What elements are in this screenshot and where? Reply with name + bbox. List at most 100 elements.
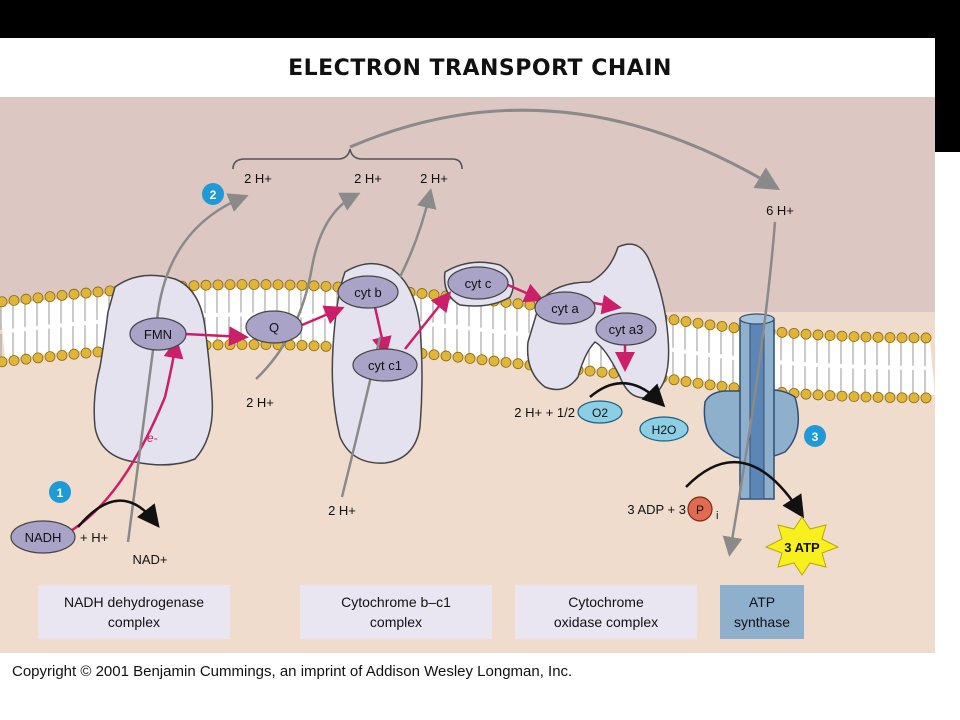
lipid-head — [296, 279, 308, 291]
lipid-head — [56, 349, 68, 361]
atp-syn-label-line1: ATP — [749, 594, 775, 610]
lipid-head — [872, 331, 884, 343]
lipid-head — [416, 288, 428, 299]
lipid-head — [56, 289, 68, 301]
lipid-head — [188, 280, 200, 292]
proton-label-top-1: 2 H+ — [244, 171, 272, 186]
lipid-head — [0, 296, 8, 308]
lipid-head — [200, 279, 212, 291]
lipid-head — [32, 292, 44, 304]
lipid-head — [920, 392, 932, 404]
lipid-head — [776, 327, 788, 338]
lipid-head — [68, 348, 80, 360]
cyt-a3-molecule — [595, 312, 657, 346]
step-2-number: 2 — [210, 188, 217, 202]
lipid-head — [44, 291, 56, 303]
nadh-dh-label-line1: NADH dehydrogenase — [64, 594, 204, 610]
adp-label: 3 ADP + 3 — [627, 502, 686, 517]
cyt-bc1-label-line2: complex — [370, 614, 422, 630]
electron-label: e- — [147, 431, 158, 445]
proton-arrow-atp-synthase — [722, 221, 777, 557]
lipid-head — [80, 287, 92, 299]
lipid-head — [248, 279, 260, 290]
electron-arrow-cytc1-cytc — [404, 291, 452, 350]
lipid-head — [704, 319, 716, 331]
phosphate-molecule — [687, 496, 713, 522]
lipid-head — [272, 279, 284, 291]
proton-label-bottom: 2 H+ — [328, 503, 356, 518]
lipid-head — [236, 279, 248, 290]
cyt-ox-label-line1: Cytochrome — [568, 594, 644, 610]
lipid-head — [8, 295, 20, 306]
lipid-head — [20, 293, 32, 305]
water-label: H2O — [652, 423, 677, 437]
nadh-dh-label-box — [38, 585, 230, 639]
lipid-head — [44, 351, 56, 363]
lipid-head — [728, 322, 740, 334]
lipid-head — [476, 354, 488, 366]
cyt-ox-label-box — [515, 585, 697, 639]
atp-synthesis-arrow — [685, 461, 805, 519]
step-1-badge — [49, 481, 71, 503]
lipid-head — [320, 280, 332, 292]
electron-arrow-q-cytb — [301, 305, 345, 327]
oxygen-reduction-arrow — [589, 382, 666, 408]
lipid-head — [884, 392, 896, 403]
step-2-badge — [202, 183, 224, 205]
lipid-head — [260, 279, 272, 290]
lipid-head — [440, 350, 452, 362]
electron-arrow-cytb-cytc1 — [371, 306, 392, 357]
lipid-head — [800, 328, 812, 340]
lipid-head — [500, 356, 512, 368]
proton-arrow-q — [255, 192, 361, 380]
lipid-head — [908, 332, 920, 344]
nad-label: NAD+ — [132, 552, 167, 567]
proton-arrow-bc1 — [398, 188, 437, 278]
electron-arrow-fmn-q — [184, 326, 249, 347]
phosphate-subscript: i — [716, 510, 718, 522]
lipid-head — [860, 391, 872, 403]
nadh-dehydrogenase-protein — [93, 274, 214, 466]
lipid-head — [8, 355, 20, 366]
oxygen-label: O2 — [592, 406, 608, 420]
q-label: Q — [269, 320, 279, 335]
lipid-head — [452, 351, 464, 363]
step-1-number: 1 — [57, 486, 64, 500]
atp-label: 3 ATP — [784, 540, 820, 555]
lipid-head — [512, 358, 524, 370]
lipid-head — [92, 286, 104, 298]
lipid-head — [668, 314, 680, 326]
lipid-head — [212, 279, 224, 291]
lipid-head — [680, 376, 692, 387]
atp-burst-icon — [764, 516, 840, 576]
lipid-head — [692, 377, 704, 389]
lipid-head — [68, 288, 80, 300]
lipid-head — [800, 388, 812, 400]
atp-syn-label-box — [720, 585, 804, 639]
lipid-head — [596, 366, 608, 378]
lipid-head — [32, 352, 44, 364]
oxygen-equation-label: 2 H+ + 1/2 — [514, 405, 575, 420]
cyt-a-molecule — [534, 291, 596, 325]
step-3-number: 3 — [812, 430, 819, 444]
cyt-a-label: cyt a — [551, 301, 579, 316]
lipid-head — [488, 355, 500, 367]
lipid-head — [224, 279, 236, 291]
proton-label-mid: 2 H+ — [246, 395, 274, 410]
nadh-dh-label-line2: complex — [108, 614, 160, 630]
slide-title: ELECTRON TRANSPORT CHAIN — [288, 56, 672, 81]
lipid-head — [812, 329, 824, 341]
slide-top-bar — [0, 0, 960, 38]
cyt-bc1-label-line1: Cytochrome b–c1 — [341, 594, 451, 610]
lipid-head — [896, 332, 908, 344]
proton-brace — [232, 148, 463, 170]
lipid-head — [824, 390, 836, 401]
nadh-molecule — [10, 520, 76, 554]
proton-flow-arc — [349, 108, 781, 191]
fmn-molecule — [129, 317, 187, 351]
lipid-head — [896, 392, 908, 404]
copyright-notice: Copyright © 2001 Benjamin Cummings, an i… — [12, 663, 573, 680]
lipid-head — [716, 380, 728, 392]
lipid-head — [848, 331, 860, 342]
lipid-head — [296, 339, 308, 351]
